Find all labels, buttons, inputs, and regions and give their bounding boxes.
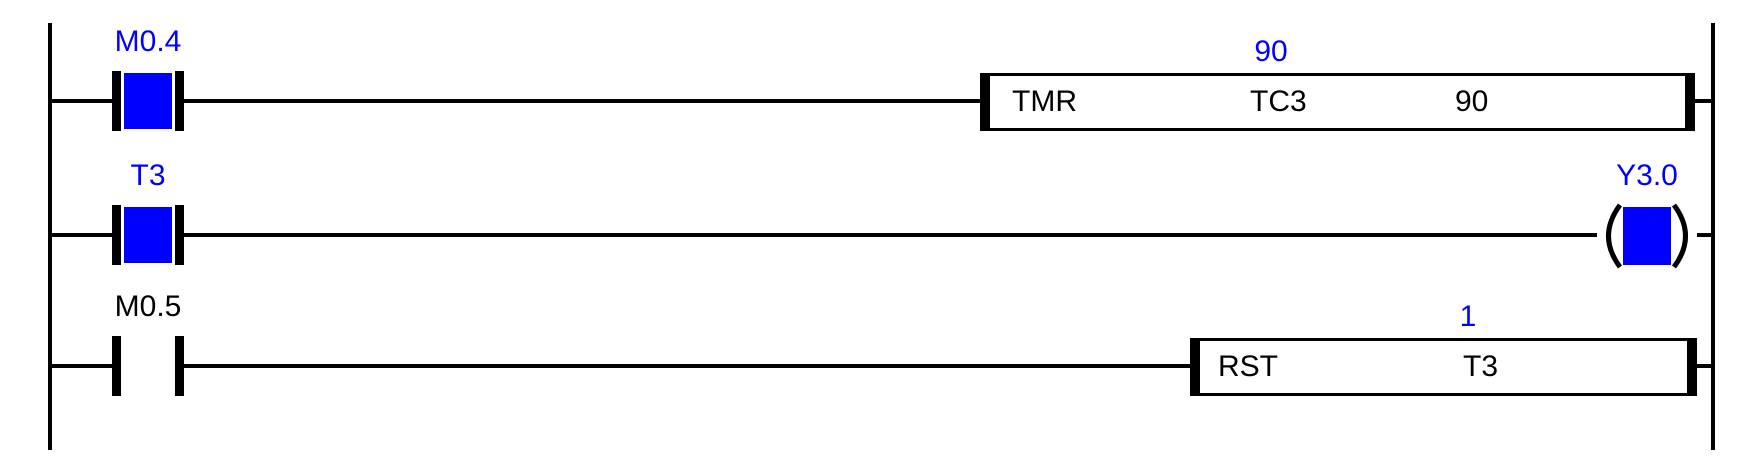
- wire-segment: [184, 364, 1190, 368]
- contact-m0-4[interactable]: [112, 71, 184, 131]
- wire-segment: [1697, 233, 1711, 237]
- coil-parentheses-icon: [1606, 203, 1688, 269]
- contact-bar-right-icon: [175, 71, 184, 131]
- contact-t3[interactable]: [112, 205, 184, 265]
- timer-live-value: 90: [1254, 35, 1288, 68]
- wire-segment: [184, 233, 1597, 237]
- contact-bar-left-icon: [112, 205, 121, 265]
- contact-bar-left-icon: [112, 336, 121, 396]
- reset-instruction-box[interactable]: RST T3: [1190, 338, 1697, 396]
- contact-bar-right-icon: [175, 336, 184, 396]
- left-power-rail: [48, 23, 52, 450]
- energized-indicator: [1623, 207, 1671, 265]
- wire-segment: [52, 99, 112, 103]
- reset-live-value: 1: [1459, 300, 1477, 333]
- instruction-opcode: RST: [1218, 350, 1278, 383]
- instruction-opcode: TMR: [1012, 85, 1077, 118]
- energized-indicator: [124, 73, 172, 129]
- instruction-preset: 90: [1455, 85, 1489, 118]
- energized-indicator: [124, 207, 172, 263]
- contact-bar-left-icon: [112, 71, 121, 131]
- wire-segment: [184, 99, 980, 103]
- instruction-operand: TC3: [1250, 85, 1307, 118]
- instruction-operand: T3: [1463, 350, 1499, 383]
- contact-label: M0.4: [114, 25, 182, 58]
- wire-segment: [1695, 99, 1711, 103]
- contact-bar-right-icon: [175, 205, 184, 265]
- output-coil-y3-0[interactable]: [1594, 202, 1700, 270]
- contact-m0-5[interactable]: [112, 336, 184, 396]
- wire-segment: [52, 364, 112, 368]
- contact-label: T3: [130, 159, 166, 192]
- wire-segment: [52, 233, 112, 237]
- right-power-rail: [1711, 23, 1715, 450]
- timer-instruction-box[interactable]: TMR TC3 90: [980, 73, 1695, 131]
- contact-label: M0.5: [114, 290, 182, 323]
- wire-segment: [1697, 364, 1711, 368]
- coil-label: Y3.0: [1616, 159, 1678, 192]
